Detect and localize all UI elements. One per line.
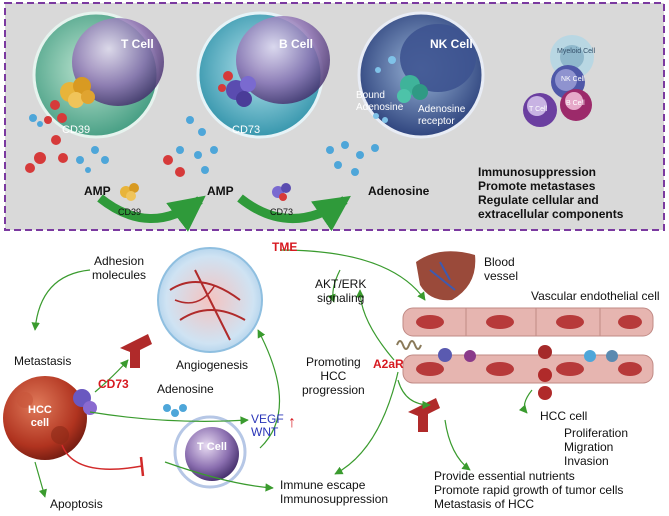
adhesion-molecules-label: Adhesion molecules <box>92 254 147 282</box>
nutrient-vessel-icon <box>408 398 440 432</box>
nutrients-label: Provide essential nutrients Promote rapi… <box>434 469 624 511</box>
adenosine-receptor-protein <box>397 75 428 103</box>
nk-cell-small-label: NK Cell <box>561 76 585 83</box>
blood-vessel-label: Blood vessel <box>484 255 519 283</box>
wnt-label: WNT <box>251 425 279 439</box>
adenosine-receptor-label: Adenosine receptor <box>418 104 466 127</box>
hcc-tumor-label: HCC cell <box>28 404 52 429</box>
myeloid-cell-label: Myeloid Cell <box>557 48 596 55</box>
a2ar-receptor-icon <box>396 340 422 350</box>
hcc-cells-vessel <box>538 368 552 400</box>
t-cell-small-label: T Cell <box>529 106 548 113</box>
cd73-tumor-label: CD73 <box>98 377 129 391</box>
inhibition-line <box>61 444 145 477</box>
effect-2: Promote metastases <box>478 179 596 193</box>
vascular-endothelial-label: Vascular endothelial cell <box>531 289 660 303</box>
apoptosis-label: Apoptosis <box>50 497 103 511</box>
nk-cell-illustration <box>357 11 485 139</box>
adenosine-bottom-label: Adenosine <box>157 382 214 396</box>
t-cell-illustration <box>32 11 164 139</box>
metastasis-label: Metastasis <box>14 354 72 368</box>
cd39-enzyme-label: CD39 <box>118 207 142 217</box>
hcc-tumor-illustration <box>3 376 97 460</box>
vascular-endothelium <box>402 307 654 384</box>
angiogenesis-label: Angiogenesis <box>176 358 249 372</box>
vegf-label: VEGF <box>251 412 284 426</box>
liver-illustration <box>416 251 476 301</box>
hcc-cell-label: HCC cell <box>540 409 588 423</box>
effect-4: extracellular components <box>478 207 624 221</box>
amp-left-label: AMP <box>84 184 111 198</box>
a2ar-label: A2aR <box>373 357 404 371</box>
cd39-enzyme-icon <box>120 183 139 201</box>
upregulation-arrow: ↑ <box>288 414 296 431</box>
adenosine-molecules <box>163 404 187 417</box>
angiogenesis-vessel-icon <box>120 334 152 368</box>
cd39-label: CD39 <box>62 124 91 136</box>
immune-escape-label: Immune escape Immunosuppression <box>280 478 389 506</box>
tme-illustration <box>157 247 263 353</box>
t-cell-bottom-label: T Cell <box>197 441 227 453</box>
effect-1: Immunosuppression <box>478 165 597 179</box>
cd73-enzyme-label: CD73 <box>270 207 294 217</box>
t-cell-label: T Cell <box>121 37 154 51</box>
promoting-hcc-label: Promoting HCC progression <box>302 355 365 397</box>
cd73-protein <box>226 76 256 107</box>
akt-erk-label: AKT/ERK signaling <box>315 277 367 305</box>
immune-cell-cluster <box>523 35 594 127</box>
proliferation-label: Proliferation Migration Invasion <box>564 426 629 468</box>
bound-adenosine-label: Bound Adenosine <box>356 90 404 113</box>
amp-molecules <box>25 114 379 177</box>
cd73-conversion-arrow <box>237 194 351 232</box>
cd39-protein <box>60 77 95 108</box>
b-cell-label: B Cell <box>279 37 314 51</box>
adenosine-label: Adenosine <box>368 184 430 198</box>
b-cell-illustration <box>196 11 330 139</box>
cd73-enzyme-icon <box>272 183 291 201</box>
tme-label: TME <box>272 240 298 254</box>
t-cell-bottom-illustration <box>173 415 247 489</box>
effect-3: Regulate cellular and <box>478 193 599 207</box>
b-cell-small-label: B Cell <box>566 100 585 107</box>
cd73-label: CD73 <box>232 124 261 136</box>
pathway-arrows <box>31 249 533 498</box>
nk-cell-label: NK Cell <box>430 37 473 51</box>
amp-mid-label: AMP <box>207 184 234 198</box>
cd39-conversion-arrow <box>97 194 206 232</box>
